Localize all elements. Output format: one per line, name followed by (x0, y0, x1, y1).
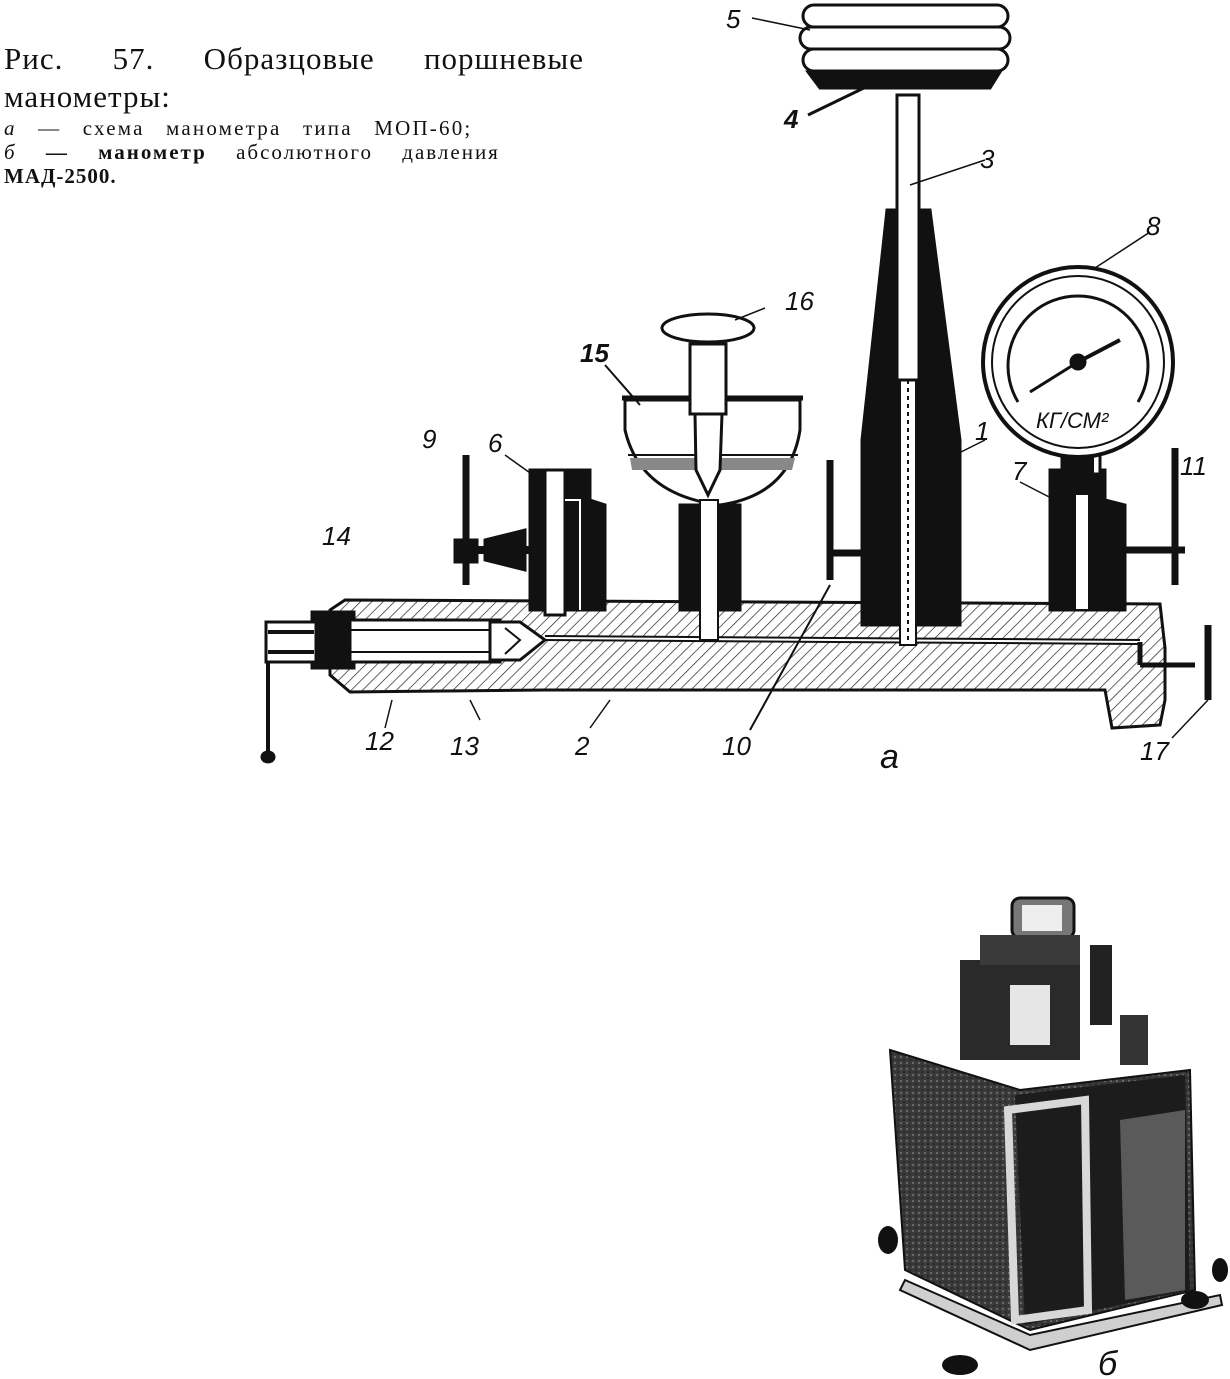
label-3: 3 (980, 144, 995, 174)
caption-title: Рис. 57. Образцовые поршневые манометры: (4, 41, 584, 114)
label-7: 7 (1012, 456, 1028, 486)
label-14: 14 (322, 521, 351, 551)
label-2: 2 (574, 731, 590, 761)
caption-bold-b: — манометр (16, 140, 207, 164)
label-13: 13 (450, 731, 479, 761)
caption-marker-b: б (4, 140, 17, 164)
label-1: 1 (975, 416, 989, 446)
caption-text-b: абсолютного давления (206, 140, 500, 164)
label-11: 11 (1180, 451, 1207, 481)
schematic-a (260, 3, 1212, 764)
figure-a-sublabel: а (880, 738, 899, 776)
caption-marker-a: а (4, 116, 17, 140)
press-cylinder (310, 610, 356, 670)
weight-stack-5 (798, 3, 1012, 90)
press-rod (348, 618, 502, 664)
label-4: 4 (783, 104, 799, 134)
photo-b (878, 896, 1228, 1375)
valve-block-6 (528, 468, 607, 612)
handwheel-16 (660, 312, 756, 344)
label-15: 15 (580, 338, 609, 368)
label-12: 12 (365, 726, 394, 756)
pressure-gauge-8 (981, 265, 1175, 495)
label-17: 17 (1140, 736, 1170, 766)
label-8: 8 (1146, 211, 1161, 241)
label-9: 9 (422, 424, 436, 454)
label-6: 6 (488, 428, 503, 458)
label-5: 5 (726, 4, 741, 34)
piston-rod-3 (895, 93, 921, 382)
caption-text-a: — схема манометра типа МОП-60; (16, 116, 473, 140)
caption-line-c: МАД-2500. (4, 164, 117, 188)
label-10: 10 (722, 731, 751, 761)
press-handle (264, 620, 318, 664)
caption-line-a: а — схема манометра типа МОП-60; (4, 116, 584, 140)
gauge-units-label: КГ/СМ² (1036, 408, 1109, 433)
caption-line-b: б — манометр абсолютного давления (4, 140, 584, 164)
weight-plate-4 (805, 70, 1003, 90)
figure-caption: Рис. 57. Образцовые поршневые манометры:… (4, 40, 584, 188)
label-16: 16 (785, 286, 814, 316)
figure-b-sublabel: б (1098, 1345, 1119, 1379)
